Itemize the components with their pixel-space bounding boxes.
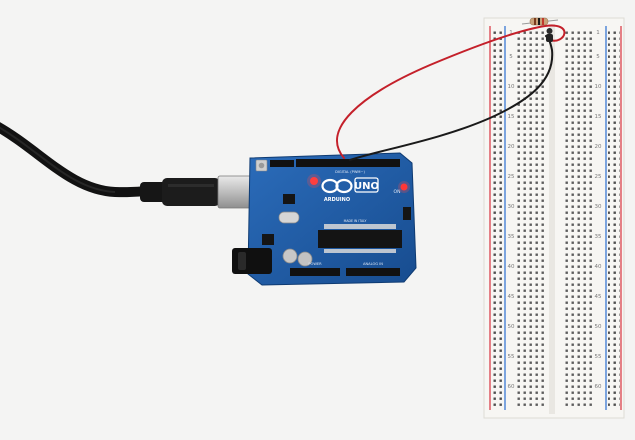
brand-text: ARDUINO — [324, 197, 350, 203]
row-number: 60 — [508, 384, 515, 390]
row-number: 60 — [595, 384, 602, 390]
row-number: 45 — [595, 294, 602, 300]
power-header — [290, 268, 340, 276]
row-number: 15 — [508, 114, 515, 120]
row-number: 50 — [595, 324, 602, 330]
row-number: 20 — [508, 144, 515, 150]
row-number: 35 — [595, 234, 602, 240]
digital-header-label: DIGITAL (PWM~) — [335, 170, 365, 174]
on-label: ON — [394, 189, 401, 195]
usb-plug-body — [162, 178, 220, 206]
capacitor — [282, 248, 298, 264]
left-rail-holes — [492, 30, 504, 408]
digital-header-pins-left — [270, 160, 294, 167]
breadboard: 1 5 10 15 20 25 30 35 40 45 50 55 60 1 5… — [483, 17, 625, 419]
row-number: 5 — [509, 54, 513, 60]
row-number: 10 — [595, 84, 602, 90]
uno-logo-text: UNO — [354, 181, 379, 192]
row-number: 5 — [596, 54, 600, 60]
row-number: 15 — [595, 114, 602, 120]
row-number: 50 — [508, 324, 515, 330]
row-number: 55 — [595, 354, 602, 360]
usb-chip — [283, 194, 295, 204]
row-number: 25 — [595, 174, 602, 180]
arduino-logo — [321, 178, 353, 194]
row-number: 45 — [508, 294, 515, 300]
atmega-chip — [318, 230, 402, 248]
led-component — [546, 28, 553, 42]
terminal-strip-right — [562, 30, 592, 408]
terminal-strip-left — [516, 30, 546, 408]
arduino-board: UNO ARDUINO DIGITAL (PWM~) POWER ANALOG … — [232, 152, 417, 286]
analog-header — [346, 268, 400, 276]
analog-header-label: ANALOG IN — [363, 262, 383, 266]
row-number: 40 — [508, 264, 515, 270]
row-number: 35 — [508, 234, 515, 240]
row-numbers-left: 1 5 10 15 20 25 30 35 40 45 50 55 60 — [508, 30, 515, 390]
right-rail-holes — [608, 30, 620, 408]
row-number: 1 — [509, 30, 513, 36]
icsp-header — [403, 207, 411, 220]
row-number: 30 — [595, 204, 602, 210]
usb-strain-relief — [140, 182, 166, 202]
uno-badge — [354, 177, 379, 193]
row-number: 30 — [508, 204, 515, 210]
resistor — [521, 17, 559, 26]
row-number: 20 — [595, 144, 602, 150]
made-in-label: MADE IN ITALY — [344, 219, 367, 223]
row-number: 1 — [596, 30, 600, 36]
regulator — [262, 234, 274, 245]
row-number: 10 — [508, 84, 515, 90]
led-l-indicator — [310, 177, 318, 185]
capacitor — [297, 251, 313, 267]
red-jumper-wire — [336, 24, 566, 159]
crystal-oscillator — [278, 211, 300, 224]
row-number: 25 — [508, 174, 515, 180]
row-numbers-right: 1 5 10 15 20 25 30 35 40 45 50 55 60 — [595, 30, 602, 390]
row-number: 40 — [595, 264, 602, 270]
power-header-label: POWER — [308, 262, 322, 266]
digital-header — [296, 159, 400, 167]
center-channel — [549, 24, 555, 414]
row-number: 55 — [508, 354, 515, 360]
led-on-indicator — [400, 183, 408, 191]
black-jumper-wire — [349, 35, 554, 161]
